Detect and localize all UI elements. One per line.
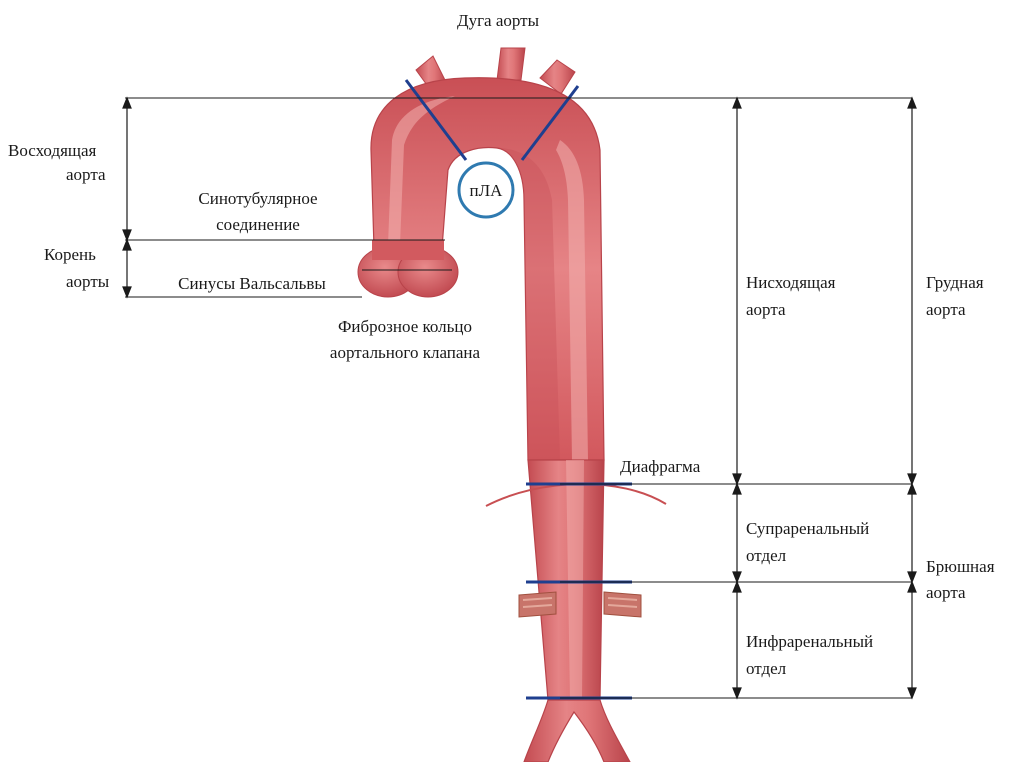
- aortic-sinuses: [358, 240, 458, 297]
- label-root-line1: Корень: [44, 245, 96, 264]
- label-annulus-line1: Фиброзное кольцо: [338, 317, 472, 336]
- label-suprarenal-line2: отдел: [746, 546, 787, 565]
- label-descending-line1: Нисходящая: [746, 273, 836, 292]
- label-annulus-line2: аортального клапана: [330, 343, 481, 362]
- label-thoracic-line2: аорта: [926, 300, 966, 319]
- label-abdominal-line1: Брюшная: [926, 557, 995, 576]
- label-abdominal-line2: аорта: [926, 583, 966, 602]
- label-stj-line2: соединение: [216, 215, 300, 234]
- label-sinuses: Синусы Вальсальвы: [178, 274, 326, 293]
- label-thoracic-line1: Грудная: [926, 273, 984, 292]
- label-arch: Дуга аорты: [457, 11, 540, 30]
- label-descending-line2: аорта: [746, 300, 786, 319]
- label-stj-line1: Синотубулярное: [198, 189, 317, 208]
- label-diaphragm: Диафрагма: [620, 457, 701, 476]
- pa-label: пЛА: [470, 181, 504, 200]
- label-infrarenal-line1: Инфраренальный: [746, 632, 873, 651]
- label-infrarenal-line2: отдел: [746, 659, 787, 678]
- label-ascending-line1: Восходящая: [8, 141, 97, 160]
- label-root-line2: аорты: [66, 272, 110, 291]
- label-ascending-line2: аорта: [66, 165, 106, 184]
- label-suprarenal-line1: Супраренальный: [746, 519, 869, 538]
